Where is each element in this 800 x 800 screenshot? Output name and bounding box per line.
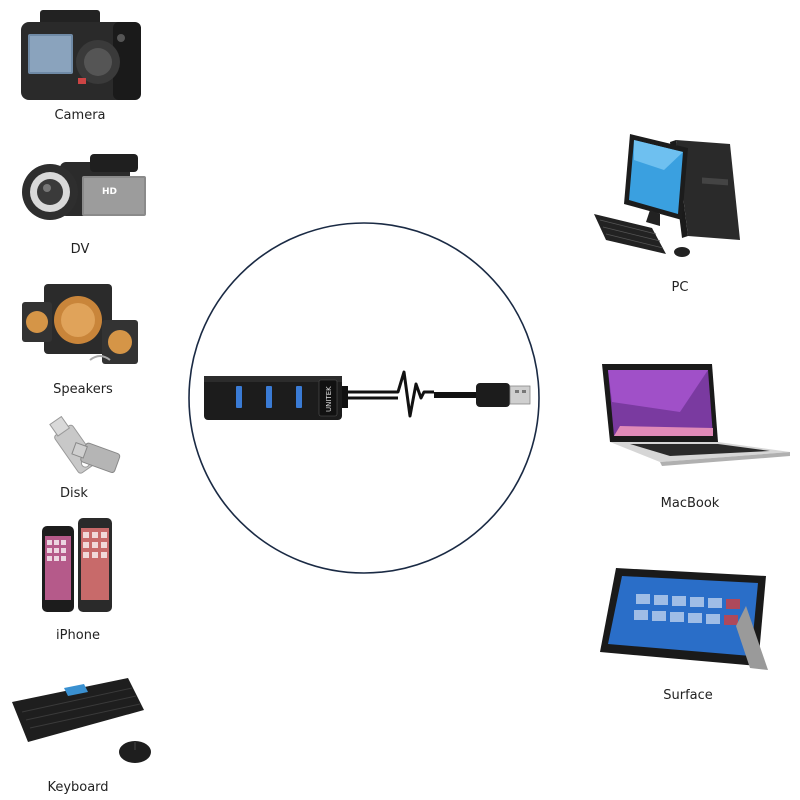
usb-flash-drive-icon bbox=[49, 415, 121, 474]
usb-port-2 bbox=[266, 386, 272, 408]
speakers-label: Speakers bbox=[53, 382, 113, 397]
camera-icon bbox=[21, 10, 141, 100]
tablet-icon bbox=[600, 568, 768, 670]
usb-port-1 bbox=[236, 386, 242, 408]
speakers-icon bbox=[22, 284, 138, 364]
keyboard-mouse-icon bbox=[12, 678, 151, 763]
pc-label: PC bbox=[671, 280, 689, 295]
speakers-device bbox=[20, 280, 142, 370]
hub-brand: UNITEK bbox=[325, 386, 333, 412]
pc-device bbox=[594, 130, 744, 262]
dv-label: DV bbox=[70, 242, 90, 257]
usb-hub-icon: UNITEK bbox=[188, 222, 540, 574]
laptop-icon bbox=[602, 364, 790, 466]
disk-label: Disk bbox=[60, 486, 88, 501]
camera-label: Camera bbox=[54, 108, 106, 123]
desktop-computer-icon bbox=[594, 134, 740, 257]
keyboard-device bbox=[8, 672, 152, 768]
macbook-label: MacBook bbox=[660, 496, 720, 511]
surface-label: Surface bbox=[663, 688, 713, 703]
dv-hd-badge: HD bbox=[102, 187, 117, 197]
camera-device bbox=[18, 8, 146, 104]
center-circle bbox=[188, 222, 540, 574]
iphone-device bbox=[40, 516, 114, 614]
usb-cable bbox=[348, 370, 434, 418]
macbook-device bbox=[600, 362, 792, 466]
usb-plug-icon bbox=[476, 383, 531, 407]
usb-port-3 bbox=[296, 386, 302, 408]
camcorder-icon: HD bbox=[22, 154, 146, 220]
iphone-label: iPhone bbox=[56, 628, 100, 643]
surface-device bbox=[596, 566, 770, 676]
disk-device bbox=[49, 415, 121, 476]
smartphone-icon bbox=[42, 518, 112, 612]
usb-hub-scene: UNITEK bbox=[186, 220, 542, 576]
dv-device: HD bbox=[20, 148, 150, 232]
keyboard-label: Keyboard bbox=[47, 780, 109, 795]
